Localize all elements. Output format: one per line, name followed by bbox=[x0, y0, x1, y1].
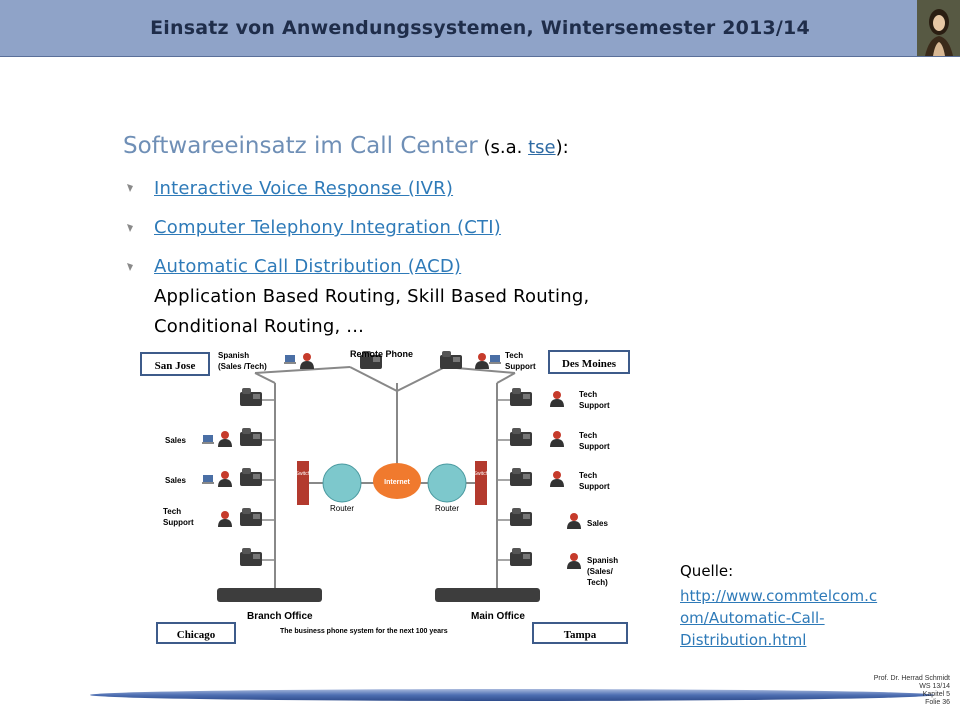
source-link-line1[interactable]: http://www.commtelcom.c bbox=[680, 587, 878, 605]
diagram-label: Tech bbox=[579, 471, 597, 480]
diagram-label: Sales bbox=[165, 436, 186, 445]
slide-title-paren-open: (s.a. bbox=[477, 137, 529, 158]
diagram-label: Spanish bbox=[218, 351, 249, 360]
bullet-link-acd[interactable]: Automatic Call Distribution (ACD) bbox=[154, 256, 462, 277]
diagram-label: Sales bbox=[587, 519, 608, 528]
diagram-label: Support bbox=[579, 482, 610, 491]
switch-label: Switch bbox=[474, 471, 489, 477]
bullet-icon bbox=[127, 184, 133, 192]
diagram-label: Support bbox=[505, 362, 536, 371]
slide-footer: Prof. Dr. Herrad Schmidt WS 13/14 Kapite… bbox=[830, 675, 950, 707]
diagram-label: Tech bbox=[505, 351, 523, 360]
diagram-label: Support bbox=[579, 401, 610, 410]
internet-label: Internet bbox=[384, 479, 410, 486]
diagram-label: Support bbox=[579, 442, 610, 451]
bottom-decoration-bar bbox=[90, 689, 934, 701]
slide-title-paren-close: ): bbox=[555, 137, 569, 158]
branch-office-label: Branch Office bbox=[247, 611, 313, 622]
slide-title: Softwareeinsatz im Call Center (s.a. tse… bbox=[123, 133, 569, 159]
acd-description-line2: Conditional Routing, ... bbox=[154, 316, 365, 337]
router-label: Router bbox=[435, 504, 459, 513]
switch-label: Switch bbox=[296, 471, 311, 477]
footer-chapter: Kapitel 5 bbox=[922, 691, 950, 698]
portrait-icon bbox=[917, 0, 960, 56]
header-title: Einsatz von Anwendungssystemen, Winterse… bbox=[150, 17, 810, 39]
diagram-label: (Sales/ bbox=[587, 567, 614, 576]
diagram-label: Tech) bbox=[587, 578, 608, 587]
tampa-label: Tampa bbox=[564, 629, 597, 641]
diagram-label: (Sales /Tech) bbox=[218, 362, 267, 371]
call-center-diagram: San Jose Des Moines Chicago Tampa Spanis… bbox=[140, 349, 630, 644]
bullet-icon bbox=[127, 263, 133, 271]
chicago-label: Chicago bbox=[177, 629, 216, 641]
diagram-label: Spanish bbox=[587, 556, 618, 565]
tse-link[interactable]: tse bbox=[528, 137, 556, 158]
slide-title-main: Softwareeinsatz im Call Center bbox=[123, 133, 478, 159]
remote-phone-label: Remote Phone bbox=[350, 349, 413, 359]
des-moines-label: Des Moines bbox=[562, 358, 617, 370]
main-office-label: Main Office bbox=[471, 611, 525, 622]
bullet-link-cti[interactable]: Computer Telephony Integration (CTI) bbox=[154, 217, 501, 238]
slide-header: Einsatz von Anwendungssystemen, Winterse… bbox=[0, 0, 960, 57]
footer-semester: WS 13/14 bbox=[919, 683, 950, 690]
diagram-label: Tech bbox=[579, 431, 597, 440]
bullet-link-ivr[interactable]: Interactive Voice Response (IVR) bbox=[154, 178, 454, 199]
diagram-label: Tech bbox=[163, 507, 181, 516]
source-link-line3[interactable]: Distribution.html bbox=[680, 631, 807, 649]
diagram-caption: The business phone system for the next 1… bbox=[280, 628, 448, 635]
source-link-line2[interactable]: om/Automatic-Call- bbox=[680, 609, 825, 627]
diagram-label: Support bbox=[163, 518, 194, 527]
source-label: Quelle: bbox=[680, 562, 734, 580]
acd-description-line1: Application Based Routing, Skill Based R… bbox=[154, 286, 590, 307]
diagram-label: Tech bbox=[579, 390, 597, 399]
diagram-label: Sales bbox=[165, 476, 186, 485]
bullet-icon bbox=[127, 224, 133, 232]
footer-slide-number: Folie 36 bbox=[925, 699, 950, 706]
router-label: Router bbox=[330, 504, 354, 513]
san-jose-label: San Jose bbox=[155, 360, 196, 372]
footer-author: Prof. Dr. Herrad Schmidt bbox=[873, 675, 950, 682]
